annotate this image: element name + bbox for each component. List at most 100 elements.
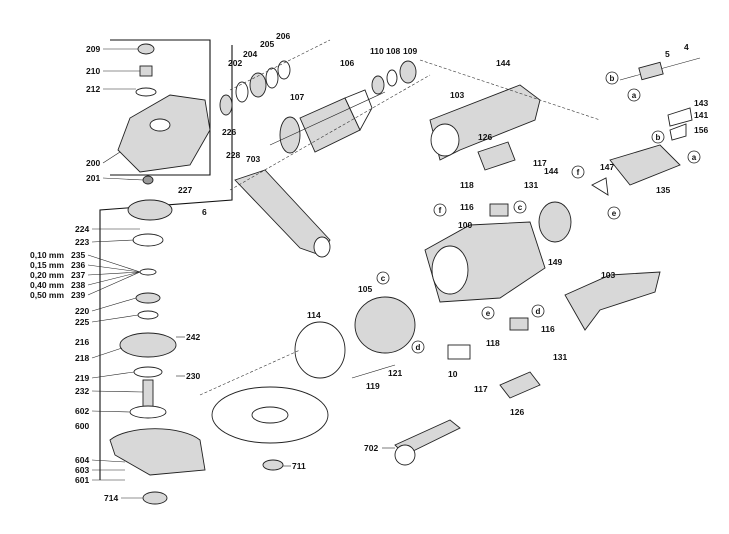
circlip-206-icon <box>277 60 291 80</box>
letter-a-circle-2 <box>687 150 701 164</box>
cover-117-icon <box>477 141 516 171</box>
letter-b-2: b <box>656 133 661 142</box>
letter-a-1: a <box>632 91 637 100</box>
label-242: 242 <box>186 332 200 342</box>
label-6: 6 <box>202 207 207 217</box>
label-100: 100 <box>458 220 472 230</box>
letter-c-1: c <box>518 203 523 212</box>
brush-holder-116-bottom-icon <box>509 317 529 331</box>
label-227: 227 <box>178 185 192 195</box>
label-143: 143 <box>694 98 708 108</box>
letter-f-circle-2 <box>433 203 447 217</box>
label-216: 216 <box>75 337 89 347</box>
label-209: 209 <box>86 44 100 54</box>
insulator-10-icon <box>447 344 471 360</box>
pinion-226-icon <box>219 94 233 116</box>
spindle-lock-button-icon <box>137 43 155 55</box>
label-106: 106 <box>340 58 354 68</box>
label-5: 5 <box>665 49 670 59</box>
label-103-top: 103 <box>450 90 464 100</box>
letter-d-circle-2 <box>411 340 425 354</box>
spindle-flange-219-icon <box>133 366 163 378</box>
rear-handle-bottom-group <box>499 271 661 399</box>
label-118-top: 118 <box>460 180 474 190</box>
guard-group <box>109 405 206 505</box>
guard-clamp-602-icon <box>129 405 167 419</box>
rear-handle-half-2-icon <box>564 271 661 331</box>
label-602: 602 <box>75 406 89 416</box>
baffle-114-icon <box>294 321 346 379</box>
bearing-set-202-206 <box>219 60 291 116</box>
screw-119-icon <box>351 364 396 379</box>
label-shim-0-50: 0,50 mm <box>30 290 64 300</box>
label-107: 107 <box>290 92 304 102</box>
letter-a-circle-1 <box>627 88 641 102</box>
bearing-110-icon <box>371 75 385 95</box>
rear-handle-grip-icon <box>430 123 460 157</box>
label-116-top: 116 <box>460 202 474 212</box>
letter-b-circle-1 <box>605 71 619 85</box>
label-144-mid: 144 <box>544 166 558 176</box>
label-149: 149 <box>548 257 562 267</box>
field-group <box>294 296 471 379</box>
label-105: 105 <box>358 284 372 294</box>
label-230: 230 <box>186 371 200 381</box>
guard-600-icon <box>109 428 206 476</box>
label-601: 601 <box>75 475 89 485</box>
label-205: 205 <box>260 39 274 49</box>
label-225: 225 <box>75 317 89 327</box>
washer-202-icon <box>235 81 249 103</box>
letter-e-1: e <box>612 209 617 218</box>
label-220: 220 <box>75 306 89 316</box>
label-236: 236 <box>71 260 85 270</box>
label-131-bottom: 131 <box>553 352 567 362</box>
label-118-bottom: 118 <box>486 338 500 348</box>
label-shim-0-10: 0,10 mm <box>30 250 64 260</box>
spindle-lock-spring-icon <box>139 65 153 77</box>
flange-nut-714-icon <box>142 491 168 505</box>
letter-f-2: f <box>439 206 442 215</box>
bearing-cover-223-icon <box>132 233 164 247</box>
cord-clip-156-icon <box>669 123 687 141</box>
field-105-icon <box>354 296 416 354</box>
cord-group <box>591 57 701 196</box>
label-116-bottom: 116 <box>541 324 555 334</box>
retaining-ring-icon <box>135 87 157 97</box>
rear-handle-top-group <box>429 84 541 171</box>
label-711: 711 <box>292 461 306 471</box>
letter-a-2: a <box>692 153 697 162</box>
bearing-204-icon <box>249 72 267 98</box>
assembly-line-2 <box>229 74 431 191</box>
label-10: 10 <box>448 369 458 379</box>
label-603: 603 <box>75 465 89 475</box>
label-232: 232 <box>75 386 89 396</box>
label-604: 604 <box>75 455 89 465</box>
bevel-gear-icon <box>127 199 173 221</box>
label-4: 4 <box>684 42 689 52</box>
label-238: 238 <box>71 280 85 290</box>
label-201: 201 <box>86 173 100 183</box>
label-212: 212 <box>86 84 100 94</box>
label-shim-0-20: 0,20 mm <box>30 270 64 280</box>
armature-group <box>269 60 417 154</box>
wheel-nut-711-icon <box>262 459 284 471</box>
letter-c-circle-1 <box>513 200 527 214</box>
ring-225-icon <box>137 310 159 320</box>
label-226: 226 <box>222 127 236 137</box>
label-223: 223 <box>75 237 89 247</box>
ring-205-icon <box>265 67 279 89</box>
letter-d-1: d <box>536 307 541 316</box>
label-202: 202 <box>228 58 242 68</box>
label-131-top: 131 <box>524 180 538 190</box>
letter-f-1: f <box>577 168 580 177</box>
housing-opening-icon <box>431 245 469 295</box>
label-103-bottom: 103 <box>601 270 615 280</box>
letter-e-circle-1 <box>607 206 621 220</box>
label-135: 135 <box>656 185 670 195</box>
label-218: 218 <box>75 353 89 363</box>
label-210: 210 <box>86 66 100 76</box>
label-shim-0-40: 0,40 mm <box>30 280 64 290</box>
letter-f-circle-1 <box>571 165 585 179</box>
label-147: 147 <box>600 162 614 172</box>
